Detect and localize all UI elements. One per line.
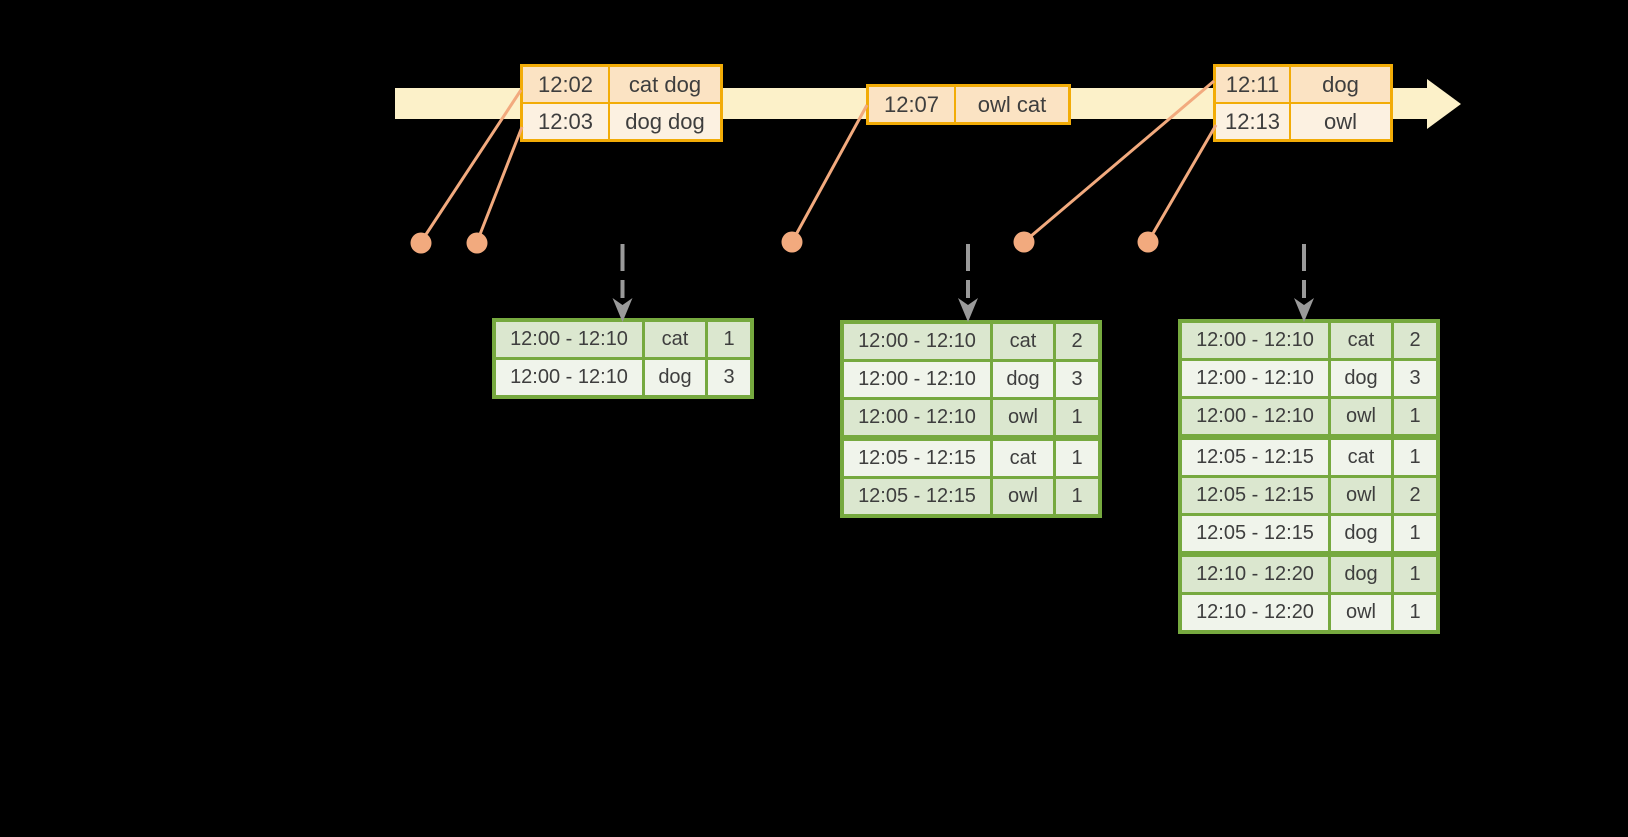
- count-cell: 1: [1056, 479, 1098, 514]
- event-dot-icon: [410, 232, 432, 254]
- connector-line: [790, 104, 869, 243]
- event-time: 12:02: [523, 67, 608, 102]
- count-cell: 1: [708, 322, 750, 357]
- window-cell: 12:10 - 12:20: [1182, 557, 1328, 592]
- word-cell: cat: [1331, 440, 1391, 475]
- result-row: 12:05 - 12:15 cat 1: [1182, 440, 1436, 475]
- word-cell: dog: [1331, 361, 1391, 396]
- event-time: 12:03: [523, 104, 608, 139]
- window-cell: 12:00 - 12:10: [1182, 323, 1328, 358]
- word-cell: dog: [1331, 516, 1391, 551]
- down-arrowhead-icon: [958, 298, 978, 322]
- result-row: 12:00 - 12:10 dog 3: [1182, 361, 1436, 396]
- word-cell: owl: [1331, 478, 1391, 513]
- event-words: cat dog: [610, 67, 720, 102]
- window-cell: 12:05 - 12:15: [1182, 440, 1328, 475]
- count-cell: 3: [708, 360, 750, 395]
- event-table-1: 12:02 cat dog 12:03 dog dog: [520, 64, 723, 142]
- event-time: 12:07: [869, 87, 954, 122]
- word-cell: cat: [993, 441, 1053, 476]
- event-dot-icon: [466, 232, 488, 254]
- word-cell: owl: [1331, 595, 1391, 630]
- result-table-2: 12:00 - 12:10 cat 2 12:00 - 12:10 dog 3 …: [840, 320, 1102, 518]
- event-dot-icon: [781, 231, 803, 253]
- event-words: dog dog: [610, 104, 720, 139]
- event-table-3: 12:11 dog 12:13 owl: [1213, 64, 1393, 142]
- word-cell: dog: [645, 360, 705, 395]
- result-row: 12:00 - 12:10 cat 1: [496, 322, 750, 357]
- window-cell: 12:05 - 12:15: [1182, 478, 1328, 513]
- window-cell: 12:00 - 12:10: [1182, 361, 1328, 396]
- result-row: 12:00 - 12:10 owl 1: [1182, 399, 1436, 434]
- trigger-dashed-lines: [620, 244, 1306, 298]
- window-cell: 12:00 - 12:10: [1182, 399, 1328, 434]
- event-row: 12:11 dog: [1216, 67, 1390, 102]
- result-row: 12:10 - 12:20 owl 1: [1182, 595, 1436, 630]
- result-table-1: 12:00 - 12:10 cat 1 12:00 - 12:10 dog 3: [492, 318, 754, 399]
- count-cell: 2: [1056, 324, 1098, 359]
- result-row: 12:00 - 12:10 cat 2: [844, 324, 1098, 359]
- event-row: 12:02 cat dog: [523, 67, 720, 102]
- window-cell: 12:05 - 12:15: [1182, 516, 1328, 551]
- word-cell: cat: [993, 324, 1053, 359]
- count-cell: 1: [1394, 557, 1436, 592]
- count-cell: 3: [1394, 361, 1436, 396]
- word-cell: cat: [645, 322, 705, 357]
- word-cell: owl: [1331, 399, 1391, 434]
- count-cell: 3: [1056, 362, 1098, 397]
- word-cell: cat: [1331, 323, 1391, 358]
- event-row: 12:03 dog dog: [523, 104, 720, 139]
- count-cell: 1: [1394, 516, 1436, 551]
- event-dot-icon: [1137, 231, 1159, 253]
- event-row: 12:13 owl: [1216, 104, 1390, 139]
- window-cell: 12:00 - 12:10: [496, 360, 642, 395]
- event-time: 12:13: [1216, 104, 1289, 139]
- result-row: 12:00 - 12:10 owl 1: [844, 400, 1098, 435]
- count-cell: 1: [1394, 595, 1436, 630]
- result-row: 12:00 - 12:10 dog 3: [844, 362, 1098, 397]
- event-words: owl: [1291, 104, 1390, 139]
- window-cell: 12:00 - 12:10: [496, 322, 642, 357]
- window-cell: 12:05 - 12:15: [844, 479, 990, 514]
- result-row: 12:05 - 12:15 dog 1: [1182, 516, 1436, 551]
- result-row: 12:05 - 12:15 owl 1: [844, 479, 1098, 514]
- result-row: 12:00 - 12:10 dog 3: [496, 360, 750, 395]
- result-row: 12:00 - 12:10 cat 2: [1182, 323, 1436, 358]
- window-cell: 12:00 - 12:10: [844, 324, 990, 359]
- word-cell: owl: [993, 400, 1053, 435]
- result-table-3: 12:00 - 12:10 cat 2 12:00 - 12:10 dog 3 …: [1178, 319, 1440, 634]
- count-cell: 2: [1394, 478, 1436, 513]
- count-cell: 2: [1394, 323, 1436, 358]
- word-cell: dog: [1331, 557, 1391, 592]
- window-cell: 12:00 - 12:10: [844, 362, 990, 397]
- event-time: 12:11: [1216, 67, 1289, 102]
- connector-line: [1146, 124, 1218, 243]
- word-cell: dog: [993, 362, 1053, 397]
- count-cell: 1: [1056, 441, 1098, 476]
- event-words: owl cat: [956, 87, 1068, 122]
- event-table-2: 12:07 owl cat: [866, 84, 1071, 125]
- result-row: 12:05 - 12:15 cat 1: [844, 441, 1098, 476]
- count-cell: 1: [1394, 440, 1436, 475]
- timeline-arrowhead-icon: [1427, 79, 1461, 129]
- event-words: dog: [1291, 67, 1390, 102]
- result-row: 12:05 - 12:15 owl 2: [1182, 478, 1436, 513]
- result-row: 12:10 - 12:20 dog 1: [1182, 557, 1436, 592]
- window-cell: 12:05 - 12:15: [844, 441, 990, 476]
- word-cell: owl: [993, 479, 1053, 514]
- connector-line: [475, 126, 524, 243]
- event-dot-icon: [1013, 231, 1035, 253]
- window-cell: 12:00 - 12:10: [844, 400, 990, 435]
- event-dots: [410, 231, 1159, 254]
- event-row: 12:07 owl cat: [869, 87, 1068, 122]
- count-cell: 1: [1056, 400, 1098, 435]
- count-cell: 1: [1394, 399, 1436, 434]
- window-cell: 12:10 - 12:20: [1182, 595, 1328, 630]
